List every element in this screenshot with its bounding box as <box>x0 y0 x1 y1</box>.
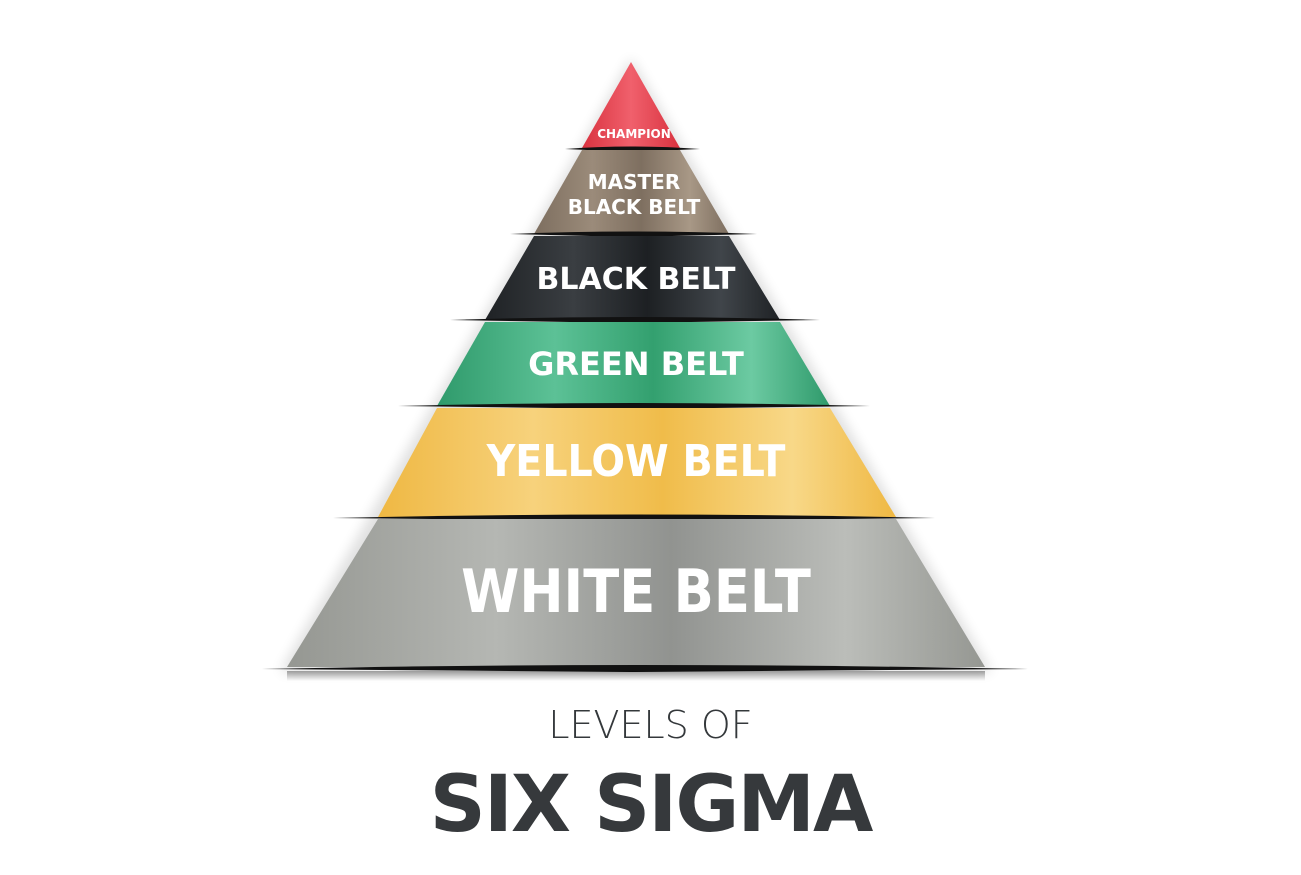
tier-white-belt: WHITE BELT <box>287 519 985 667</box>
tier-yellow-belt: YELLOW BELT <box>378 408 896 517</box>
tier-yellow-belt-label: YELLOW BELT <box>486 435 786 487</box>
title-six-sigma: SIX SIGMA <box>429 760 874 850</box>
tier-green-belt: GREEN BELT <box>437 322 830 406</box>
tier-master-black-belt-label-line1: MASTER <box>588 170 681 194</box>
tier-white-belt-label: WHITE BELT <box>461 558 811 627</box>
tier-green-belt-label: GREEN BELT <box>528 345 744 383</box>
six-sigma-pyramid: CHAMPION MASTER BLACK BELT BLACK BELT GR… <box>262 58 1028 681</box>
tier-champion-label: CHAMPION <box>597 127 671 141</box>
tier-black-belt-label: BLACK BELT <box>537 262 736 297</box>
tier-master-black-belt-label-line2: BLACK BELT <box>568 195 701 219</box>
separator-line <box>262 665 1028 672</box>
tier-champion: CHAMPION <box>582 62 680 148</box>
separator-line <box>565 146 700 152</box>
separator-line <box>398 403 870 409</box>
base-shadow <box>287 671 985 681</box>
separator-line <box>510 231 757 237</box>
separator-line <box>450 317 820 323</box>
tier-black-belt: BLACK BELT <box>485 236 780 320</box>
title-levels-of: LEVELS OF <box>548 703 753 747</box>
tier-master-black-belt: MASTER BLACK BELT <box>534 150 729 234</box>
